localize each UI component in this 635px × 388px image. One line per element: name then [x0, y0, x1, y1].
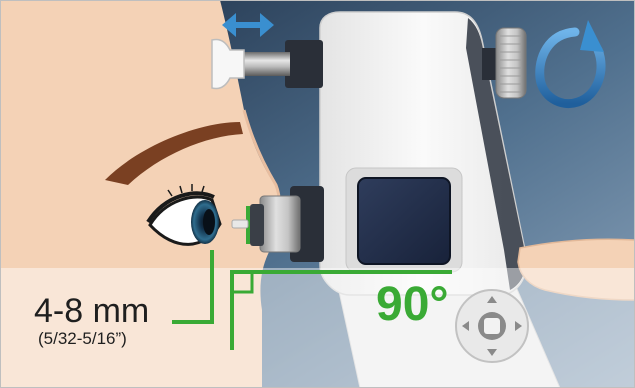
- distance-label-inches: (5/32-5/16”): [38, 329, 127, 348]
- pupil: [203, 209, 215, 235]
- forehead-rest-rod: [240, 52, 290, 76]
- directional-pad-icon[interactable]: [456, 290, 528, 362]
- device-screen: [358, 178, 450, 264]
- distance-label: 4-8 mm: [34, 292, 149, 330]
- adjustment-knob[interactable]: [496, 28, 526, 98]
- probe-tip: [232, 220, 248, 228]
- angle-label: 90°: [376, 278, 449, 331]
- probe-collar: [250, 204, 264, 246]
- forehead-rest-mount: [285, 40, 323, 88]
- probe-housing: [260, 196, 300, 252]
